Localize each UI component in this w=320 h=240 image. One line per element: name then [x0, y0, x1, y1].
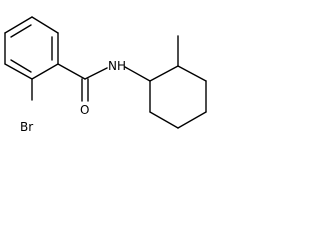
- nitrogen-atom-label: NH: [108, 59, 126, 73]
- aromatic-inner-bond-3: [10, 59, 32, 73]
- bond-cy4-cy5: [177, 111, 207, 129]
- chemical-structure-diagram: Br O NH: [4, 16, 207, 134]
- bromine-atom-label: Br: [20, 120, 33, 134]
- bond-ring-carbonyl: [57, 63, 86, 80]
- bond-cy1-cy2: [149, 65, 179, 82]
- cyclohexane-ring: [149, 65, 207, 129]
- oxygen-atom-label: O: [80, 103, 89, 117]
- bond-c4-c5: [31, 63, 59, 80]
- aromatic-inner-bond-1: [10, 24, 32, 38]
- bond-c2-c3: [31, 16, 59, 34]
- bond-carbonyl-nitrogen: [84, 67, 108, 80]
- bond-c5-c6: [4, 63, 33, 80]
- bond-c1-c2: [4, 16, 33, 34]
- bond-cy5-cy6: [149, 111, 179, 129]
- bond-nitrogen-cyclohexyl: [124, 66, 151, 82]
- benzene-ring: [4, 16, 59, 80]
- bond-cy2-cy3: [177, 65, 207, 82]
